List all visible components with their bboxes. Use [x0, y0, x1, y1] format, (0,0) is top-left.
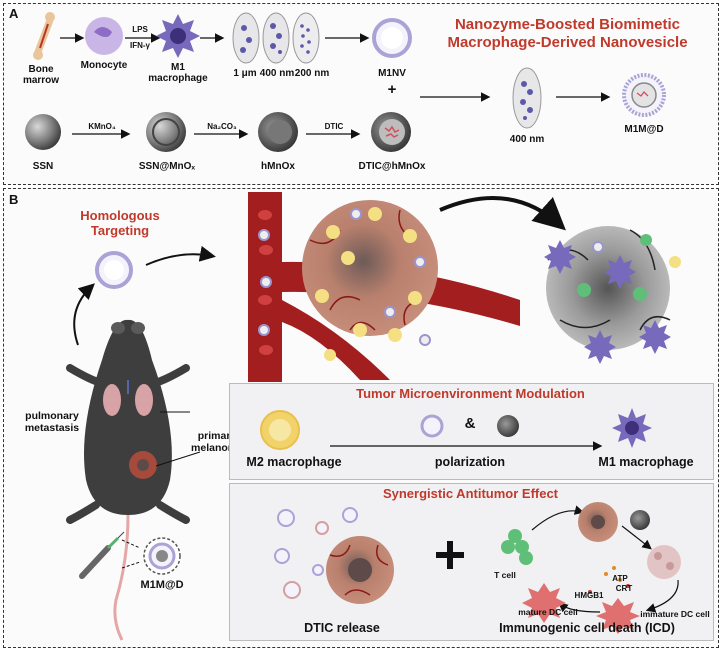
na2co3-label: Na₂CO₃: [207, 122, 237, 131]
hmnox-small-icon: [497, 415, 519, 437]
panel-b-letter: B: [9, 192, 19, 207]
released-tumor-icon: [326, 536, 394, 604]
polarization-label: polarization: [434, 455, 506, 469]
m1-macrophage-icon: [156, 14, 200, 58]
m1nv-label: M1NV: [378, 68, 406, 79]
crt-label: CRT: [615, 584, 633, 593]
immature-dc-icon: [596, 598, 640, 634]
hmnox-icon: [258, 112, 298, 152]
m1-label-line1: M1: [171, 62, 185, 73]
targeting-vesicle-icon: [95, 251, 133, 289]
ssn-mnox-label: SSN@MnOₓ: [138, 161, 196, 172]
bone-marrow-line1: Bone: [28, 64, 54, 75]
ifn-label: IFN-γ: [130, 41, 150, 50]
m1-macrophage-result-icon: [612, 408, 652, 448]
m1-macrophage-result-label: M1 macrophage: [598, 455, 694, 469]
panel-a-title-line2: Macrophage-Derived Nanovesicle: [447, 34, 688, 51]
mature-dc-label: mature DC cell: [518, 607, 578, 617]
t-cell-icon: [501, 529, 533, 565]
big-plus-icon: [436, 541, 464, 569]
t-cell-label: T cell: [494, 570, 516, 580]
panel-a-title-line1: Nanozyme-Boosted Biomimetic: [454, 16, 681, 33]
plus-label: +: [387, 81, 397, 98]
ampersand-label: &: [464, 415, 476, 432]
m1m-d-nanovesicle-icon: [622, 73, 666, 117]
monocyte-icon: [85, 17, 123, 55]
pulmonary-line2: metastasis: [24, 422, 80, 434]
synergy-title: Synergistic Antitumor Effect: [382, 486, 559, 501]
filter-400nm-label: 400 nm: [259, 68, 295, 79]
icd-label: Immunogenic cell death (ICD): [499, 621, 675, 635]
mouse-icon: [66, 319, 190, 641]
ssn-mnox-icon: [146, 112, 186, 152]
extrusion-filter-400-icon: [512, 67, 542, 129]
mature-dc-icon: [522, 583, 566, 623]
filter-1um-label: 1 μm: [233, 68, 257, 79]
m1nv-vesicle-icon: [372, 18, 412, 58]
m1m-d-label: M1M@D: [624, 124, 664, 135]
atp-label: ATP: [612, 574, 628, 583]
dtic-hmnox-icon: [371, 112, 411, 152]
pulmonary-line1: pulmonary: [25, 410, 79, 422]
monocyte-label: Monocyte: [80, 60, 128, 71]
kmno4-label: KMnO₄: [88, 122, 116, 131]
extrusion-filters-icon: [232, 12, 320, 64]
pulmonary-metastasis-label: pulmonary metastasis: [14, 410, 90, 434]
syringe-icon: [79, 531, 125, 579]
dying-cell-icon: [647, 545, 681, 579]
lps-label: LPS: [132, 25, 148, 34]
m1-label-line2: macrophage: [148, 73, 208, 84]
bone-icon: [33, 12, 55, 60]
bone-marrow-label: Bone marrow: [18, 64, 64, 86]
released-vesicles-icon: [274, 507, 358, 599]
panel-a-letter: A: [9, 6, 19, 21]
dtic-label: DTIC: [324, 122, 344, 131]
tumor-with-m1-icon: [544, 226, 681, 364]
bone-marrow-line2: marrow: [22, 75, 60, 86]
damp-signals-icon: [588, 566, 630, 594]
immature-dc-label: immature DC cell: [640, 609, 710, 619]
m1m-d-injection-label: M1M@D: [140, 579, 184, 591]
homologous-line2: Targeting: [90, 223, 150, 238]
tme-title: Tumor Microenvironment Modulation: [356, 386, 585, 401]
vesicle-small-icon: [420, 414, 444, 438]
filter-200nm-label: 200 nm: [294, 68, 330, 79]
panel-a-title: Nanozyme-Boosted Biomimetic Macrophage-D…: [430, 16, 705, 52]
hmnox-icd-icon: [630, 510, 650, 530]
m2-macrophage-icon: [260, 410, 300, 450]
dtic-hmnox-label: DTIC@hMnOx: [358, 161, 426, 172]
hmgb1-label: HMGB1: [574, 591, 604, 600]
ssn-label: SSN: [32, 161, 54, 172]
icd-tumor-icon: [578, 502, 618, 542]
m1m-d-injected-icon: [143, 537, 181, 575]
homologous-targeting-title: Homologous Targeting: [60, 208, 180, 238]
primary-line1: primary: [197, 430, 237, 442]
m2-macrophage-label: M2 macrophage: [246, 455, 342, 469]
tumor-with-m2-icon: [302, 200, 438, 361]
m1-macrophage-label: M1 macrophage: [146, 62, 210, 84]
hmnox-label: hMnOx: [261, 161, 295, 172]
filter-400nm-row2-label: 400 nm: [509, 134, 545, 145]
homologous-line1: Homologous: [80, 208, 160, 223]
ssn-sphere-icon: [25, 114, 61, 150]
dtic-release-label: DTIC release: [304, 621, 380, 635]
